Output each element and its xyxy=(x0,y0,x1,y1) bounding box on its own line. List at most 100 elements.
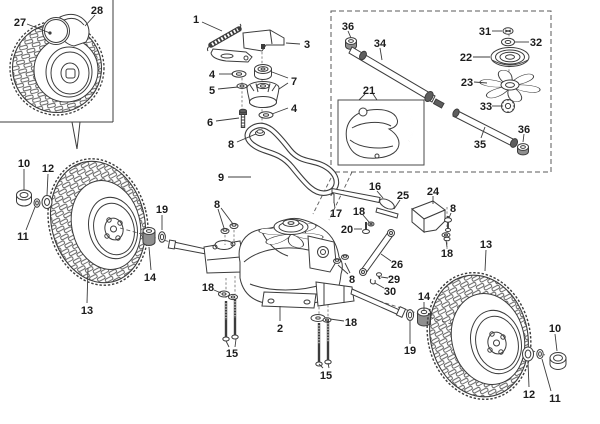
part-12-right-bearing-drawing xyxy=(522,346,534,362)
callout-part-15: 15 xyxy=(226,348,238,360)
leader-line-part-11 xyxy=(541,358,552,392)
leader-line-part-15 xyxy=(234,338,237,348)
part-26-link-drawing xyxy=(359,229,395,276)
part-18-bracket-washers-drawing xyxy=(441,232,451,242)
part-11-right-washer-drawing xyxy=(536,349,544,359)
callout-part-1: 1 xyxy=(193,14,199,26)
callout-part-24: 24 xyxy=(427,186,440,198)
leader-line-part-11 xyxy=(25,206,36,231)
part-36-upper-nut-drawing xyxy=(345,37,357,50)
callout-part-6: 6 xyxy=(207,117,213,129)
part-8-bracket-bolt-drawing xyxy=(444,207,452,249)
callout-part-9: 9 xyxy=(218,172,224,184)
leader-line-part-27 xyxy=(26,23,51,34)
callout-part-4: 4 xyxy=(291,103,298,115)
leader-line-part-30 xyxy=(374,282,385,289)
callout-part-8: 8 xyxy=(349,274,355,286)
part-31-nut-drawing xyxy=(502,27,514,35)
part-1-spring-drawing xyxy=(206,23,242,52)
leader-line-part-28 xyxy=(84,14,96,27)
callout-part-17: 17 xyxy=(330,208,342,220)
part-15-left-bolts-drawing xyxy=(222,299,239,342)
leader-line-part-18 xyxy=(445,239,448,248)
callout-part-8: 8 xyxy=(214,199,220,211)
left-axle-shaft-drawing xyxy=(167,239,207,255)
part-21-guard-box xyxy=(337,99,425,166)
callout-part-34: 34 xyxy=(374,38,387,50)
leader-line-part-21 xyxy=(358,93,366,101)
part-2-transaxle-drawing xyxy=(203,217,355,309)
callout-part-5: 5 xyxy=(209,85,215,97)
leader-line-part-16 xyxy=(376,190,384,199)
callout-part-16: 16 xyxy=(369,181,381,193)
leader-line-part-15 xyxy=(318,363,324,369)
leader-line-part-36 xyxy=(347,30,352,39)
callout-part-14: 14 xyxy=(418,291,431,303)
part-25-rod-drawing xyxy=(375,207,399,219)
callout-part-19: 19 xyxy=(404,345,416,357)
callout-part-20: 20 xyxy=(341,224,353,236)
callout-part-35: 35 xyxy=(474,139,486,151)
callout-part-7: 7 xyxy=(291,76,297,88)
callout-part-25: 25 xyxy=(397,190,409,202)
callout-part-12: 12 xyxy=(523,389,535,401)
callout-part-3: 3 xyxy=(304,39,310,51)
callout-part-19: 19 xyxy=(156,204,168,216)
right-axle-shaft-drawing xyxy=(350,288,407,318)
part-4-washer-upper-drawing xyxy=(231,70,247,78)
leader-line-part-7 xyxy=(271,71,289,79)
callout-part-28: 28 xyxy=(91,5,103,17)
part-13-right-wheel-drawing xyxy=(426,271,532,401)
part-23-fan-drawing xyxy=(479,70,541,102)
part-9-belt-drawing xyxy=(244,122,340,196)
leader-line-part-18 xyxy=(329,318,345,322)
leader-line-part-8 xyxy=(217,208,225,229)
leader-line-part-4 xyxy=(271,107,289,115)
callout-part-13: 13 xyxy=(480,239,492,251)
leader-line-part-5 xyxy=(217,86,239,90)
leader-line-part-8 xyxy=(448,212,452,219)
callout-part-36: 36 xyxy=(518,124,530,136)
leader-line-part-34 xyxy=(379,47,383,61)
part-32-cap-drawing xyxy=(501,37,515,47)
leader-line-part-10 xyxy=(554,333,558,352)
leader-line-part-15 xyxy=(225,340,230,348)
callout-part-2: 2 xyxy=(277,323,283,335)
leader-line-part-21 xyxy=(372,93,378,101)
part-34-upper-shaft-drawing xyxy=(348,46,445,109)
part-10-left-cap-drawing xyxy=(16,189,32,207)
callout-part-18: 18 xyxy=(441,248,453,260)
leader-line-part-35 xyxy=(480,126,486,139)
part-18-left-washers-drawing xyxy=(218,276,238,301)
leader-line-part-12 xyxy=(527,361,530,388)
leader-line-part-25 xyxy=(393,199,401,210)
part-27-cap-drawing xyxy=(42,17,70,45)
part-7-bearing-cup-drawing xyxy=(254,64,272,80)
part-6-bolt-drawing xyxy=(239,108,247,128)
inset-callout-box xyxy=(0,0,114,150)
part-10-right-cap-drawing xyxy=(549,352,567,370)
part-8-right-nuts-drawing xyxy=(333,254,349,264)
leader-line-part-8 xyxy=(337,264,349,275)
part-7-pulley-drawing xyxy=(246,81,280,108)
leader-line-part-36 xyxy=(522,133,525,143)
leader-line-part-3 xyxy=(285,42,301,45)
leader-line-part-18 xyxy=(362,214,370,223)
leader-line-part-12 xyxy=(46,173,49,196)
part-19-right-washer-drawing xyxy=(405,309,415,321)
part-17-pin-drawing xyxy=(330,193,335,203)
part-8-nut-idler-drawing xyxy=(255,129,265,137)
leader-line-part-23 xyxy=(473,81,488,84)
leader-dot-part-27 xyxy=(48,31,52,35)
leader-line-part-18 xyxy=(213,289,222,294)
callout-part-21: 21 xyxy=(363,85,375,97)
part-5-washer-drawing xyxy=(236,83,248,89)
part-3-bracket-drawing xyxy=(210,29,285,63)
callout-part-27: 27 xyxy=(14,17,26,29)
part-24-bracket-drawing xyxy=(411,200,446,234)
leader-line-part-7 xyxy=(278,82,289,90)
leader-line-part-15 xyxy=(327,362,330,369)
part-11-left-washer-drawing xyxy=(33,198,41,208)
